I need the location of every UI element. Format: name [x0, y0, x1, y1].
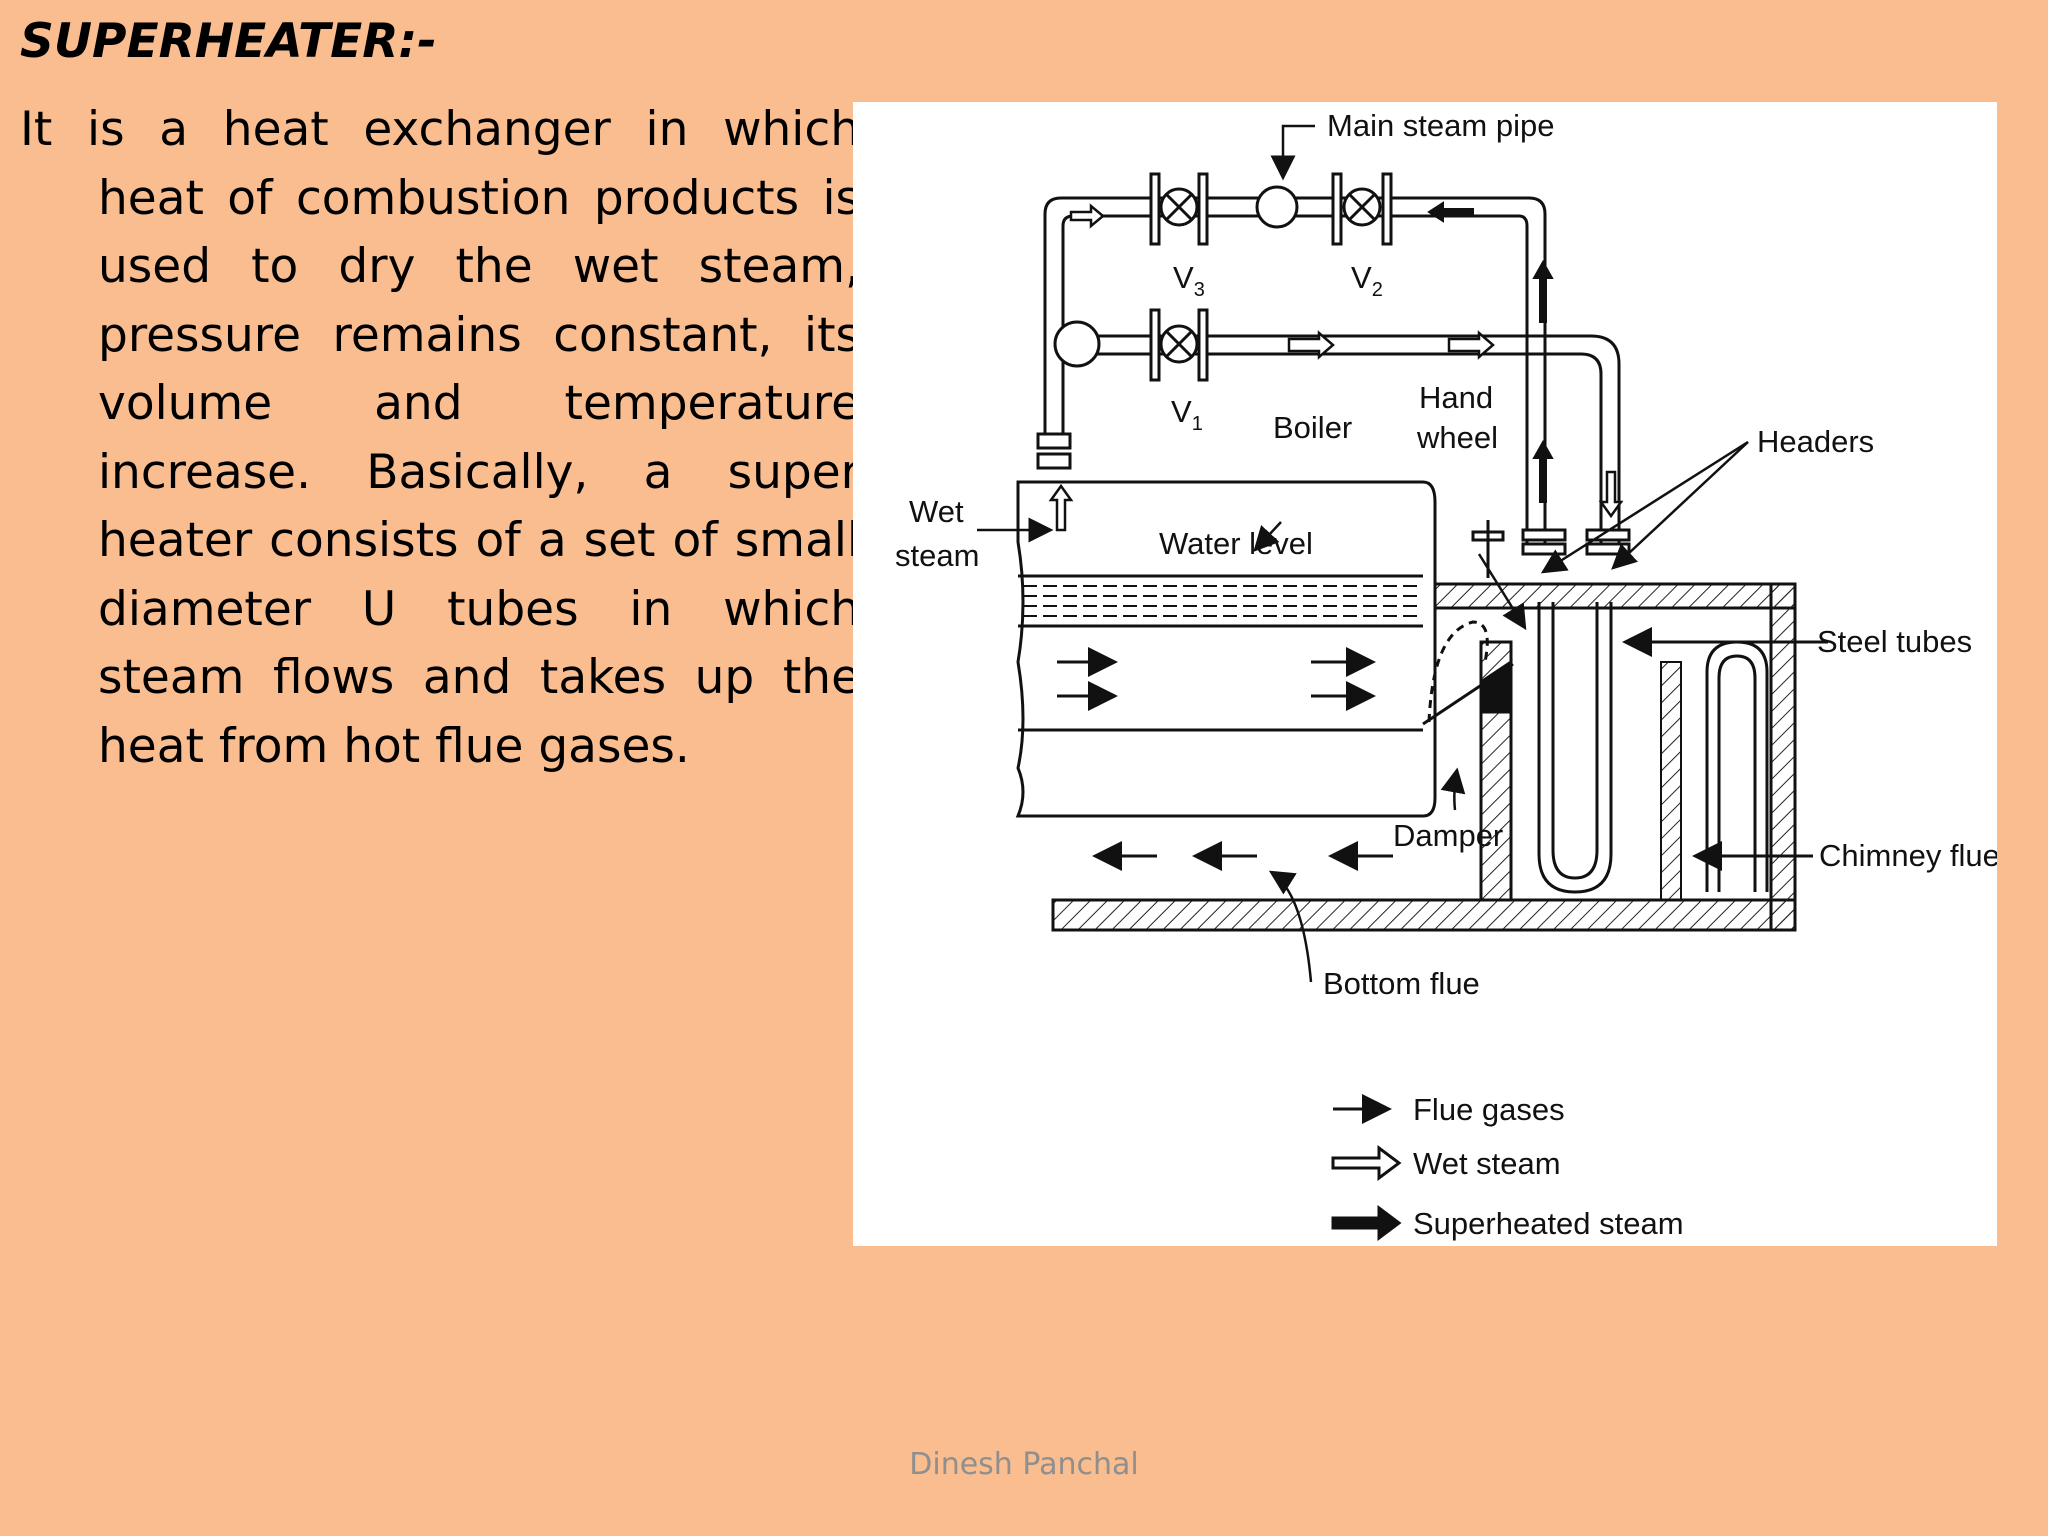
- label-v3: V3: [1173, 260, 1205, 301]
- label-wet-steam-1: Wet: [909, 494, 964, 529]
- label-chimney-flue: Chimney flue: [1819, 838, 1997, 873]
- label-wet-steam-2: steam: [895, 538, 979, 573]
- label-damper: Damper: [1393, 818, 1503, 853]
- label-boiler: Boiler: [1273, 410, 1352, 445]
- hollow-arrow-icon: [1331, 1145, 1402, 1181]
- legend-item-superheated-steam: Superheated steam: [1331, 1205, 1684, 1241]
- valve-v1: [1149, 308, 1209, 382]
- flue-walls: [1051, 582, 1797, 932]
- legend: Flue gases Wet steam Superheated steam: [1331, 1092, 1684, 1241]
- boiler-shell: [1015, 480, 1437, 818]
- leader-lines: [977, 124, 1749, 983]
- body-text: It is a heat exchanger in which heat of …: [20, 102, 860, 774]
- label-steel-tubes: Steel tubes: [1817, 624, 1972, 659]
- valve-v2: [1331, 172, 1393, 246]
- legend-label: Wet steam: [1413, 1146, 1561, 1181]
- legend-item-wet-steam: Wet steam: [1331, 1145, 1561, 1181]
- valve-v3: [1149, 172, 1209, 246]
- footer-author: Dinesh Panchal: [909, 1447, 1139, 1482]
- label-main-steam-pipe: Main steam pipe: [1327, 108, 1554, 143]
- label-water-level: Water level: [1159, 526, 1313, 561]
- label-hand-wheel-1: Hand: [1419, 380, 1493, 415]
- label-v2: V2: [1351, 260, 1383, 301]
- superheater-diagram: Main steam pipe V3 V2 V1 Boiler Hand whe…: [853, 102, 1997, 1246]
- label-hand-wheel-2: wheel: [1416, 420, 1498, 455]
- headers: [1471, 520, 1631, 578]
- legend-item-flue-gases: Flue gases: [1333, 1092, 1565, 1127]
- legend-label: Flue gases: [1413, 1092, 1565, 1127]
- flue-gas-arrows: [1092, 627, 1828, 871]
- slide-title: SUPERHEATER:-: [20, 14, 437, 69]
- wet-steam-arrows: [1048, 203, 1624, 532]
- legend-label: Superheated steam: [1413, 1206, 1684, 1241]
- steel-u-tubes: [1537, 602, 1769, 894]
- label-bottom-flue: Bottom flue: [1323, 966, 1480, 1001]
- solid-arrow-icon: [1331, 1205, 1402, 1241]
- steam-pipes: [1036, 185, 1621, 544]
- label-v1: V1: [1171, 394, 1203, 435]
- label-headers: Headers: [1757, 424, 1874, 459]
- damper: [1422, 620, 1514, 726]
- superheated-steam-arrows: [1427, 201, 1554, 503]
